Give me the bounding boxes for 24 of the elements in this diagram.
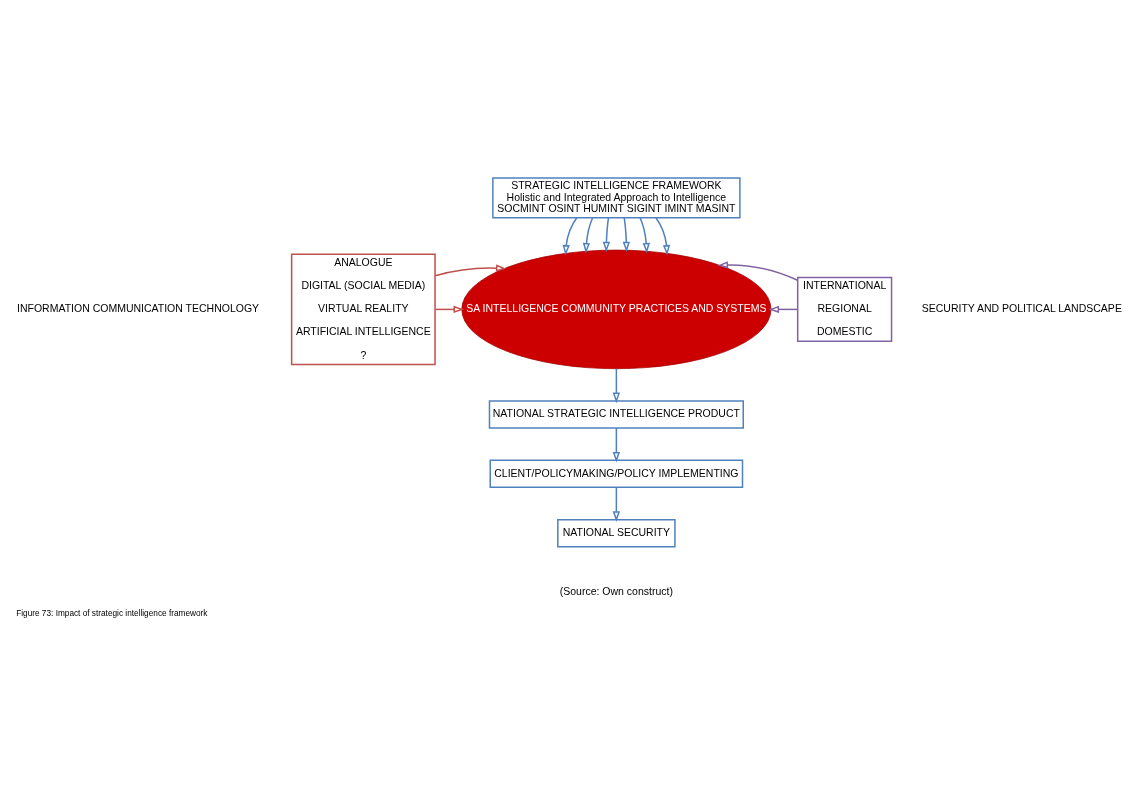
node-box: ANALOGUE DIGITAL (SOCIAL MEDIA) VIRTUAL REALITY ARTIFICIAL INTELLIGENCE ? [290, 252, 436, 365]
arrow [768, 305, 799, 313]
arrow [602, 216, 611, 252]
arrow [639, 216, 650, 253]
arrow [655, 216, 671, 256]
label: SECURITY AND POLITICAL LANDSCAPE [921, 301, 1122, 314]
arrow [622, 216, 630, 252]
node-box: NATIONAL SECURITY [557, 518, 676, 547]
node-box: NATIONAL STRATEGIC INTELLIGENCE PRODUCT [488, 399, 744, 429]
arrow [582, 216, 594, 253]
label: (Source: Own construct) [559, 584, 673, 597]
caption: Figure 73: Impact of strategic intelligence framework [16, 608, 208, 618]
arrow [717, 260, 799, 281]
node-ellipse: SA INTELLIGENCE COMMUNITY PRACTICES AND SYSTEMS [461, 249, 772, 369]
node-box: STRATEGIC INTELLIGENCE FRAMEWORK Holistic and Integrated Approach to Intelligence SOCMINT OSINT HUMINT SIGINT IMINT MASINT [492, 176, 741, 219]
node-box: CLIENT/POLICYMAKING/POLICY IMPLEMENTING [489, 459, 744, 488]
arrow [612, 426, 621, 463]
arrow [562, 216, 578, 256]
node-box: INTERNATIONAL REGIONAL DOMESTIC [796, 276, 893, 342]
label: INFORMATION COMMUNICATION TECHNOLOGY [17, 301, 260, 314]
arrow [612, 486, 621, 522]
arrow [434, 305, 465, 313]
arrow [434, 263, 507, 276]
arrow [612, 367, 621, 403]
